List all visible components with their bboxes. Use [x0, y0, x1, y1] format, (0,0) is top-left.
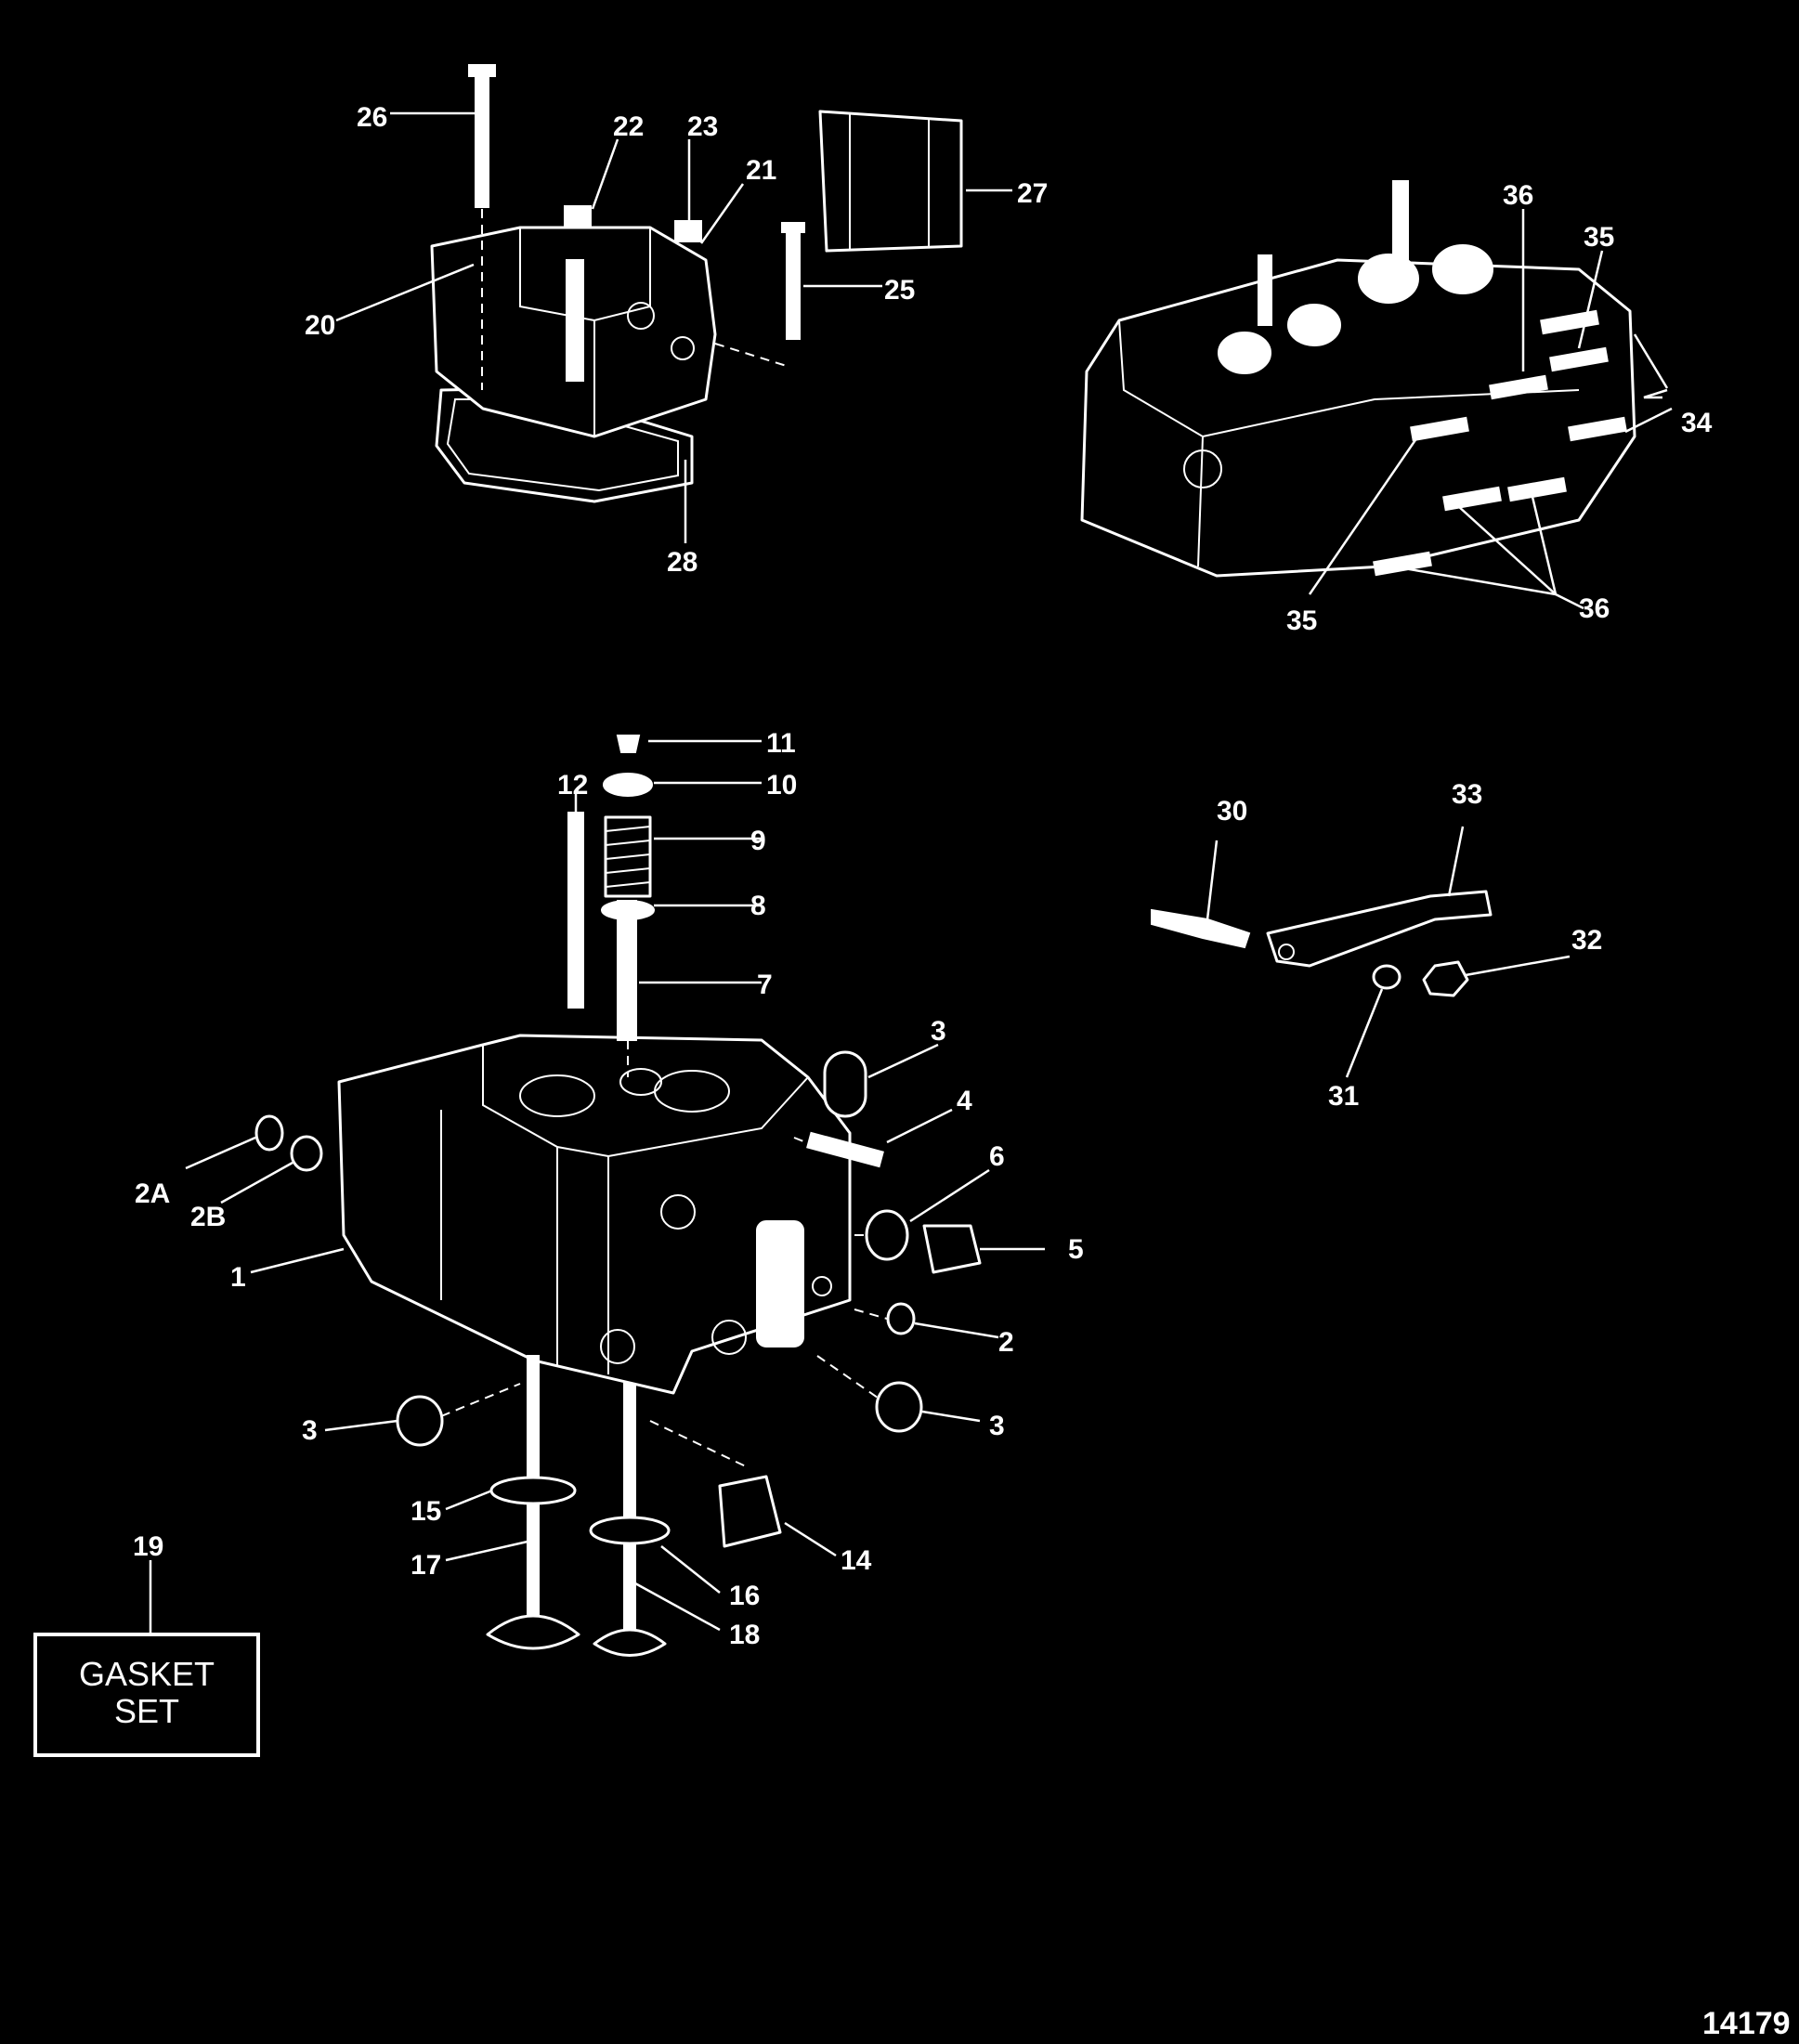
- label-15: 15: [411, 1496, 441, 1527]
- label-34: 34: [1681, 408, 1713, 438]
- label-22: 22: [613, 111, 644, 142]
- label-26: 26: [357, 102, 387, 133]
- label-12: 12: [557, 770, 588, 801]
- plug-3-top: [823, 1050, 867, 1118]
- label-8: 8: [750, 891, 766, 921]
- bolt-26: [475, 72, 489, 208]
- label-2: 2: [998, 1327, 1014, 1358]
- valve-spring-c: [1358, 254, 1419, 304]
- label-35-bottom: 35: [1286, 605, 1317, 636]
- label-36-bottom: 36: [1579, 593, 1610, 624]
- label-2A: 2A: [135, 1178, 170, 1209]
- plug-3-left: [396, 1395, 444, 1447]
- stud-36-b: [1442, 486, 1502, 512]
- label-10: 10: [766, 770, 797, 801]
- rocker-cover-assembly: [430, 64, 963, 503]
- label-28: 28: [667, 547, 697, 578]
- nut-32: [1422, 960, 1469, 997]
- label-36-top: 36: [1503, 180, 1533, 211]
- label-7: 7: [757, 970, 773, 1000]
- stud-top: [1392, 180, 1409, 270]
- label-6: 6: [989, 1141, 1005, 1172]
- plug-2A: [254, 1114, 284, 1152]
- label-33: 33: [1452, 779, 1482, 810]
- label-19: 19: [133, 1531, 163, 1562]
- stud-34-lower: [1568, 416, 1627, 442]
- label-3-top: 3: [931, 1016, 946, 1047]
- valve-18: [623, 1383, 636, 1635]
- washer-8: [601, 900, 655, 920]
- valve-spring-b: [1287, 304, 1341, 346]
- cylinder-head-upper: [1080, 258, 1636, 578]
- label-3-left: 3: [302, 1415, 318, 1446]
- label-27: 27: [1017, 178, 1048, 209]
- cylinder-head-with-studs: [1080, 180, 1636, 578]
- valve-seal-15: [489, 1476, 577, 1505]
- label-21: 21: [746, 155, 776, 186]
- spring-retainer-10: [603, 773, 653, 797]
- bolt-25: [786, 227, 801, 340]
- nut-22: [564, 205, 592, 228]
- sensor-30: [1151, 908, 1251, 949]
- gasket-set-line2: SET: [114, 1692, 179, 1730]
- plug-3-right: [875, 1381, 923, 1433]
- plug-5: [922, 1224, 982, 1274]
- o-ring-6: [865, 1209, 909, 1261]
- stud-36-a: [1489, 374, 1548, 400]
- label-20: 20: [305, 310, 335, 341]
- label-32: 32: [1571, 925, 1602, 956]
- valve-cap-11: [616, 735, 641, 753]
- nut-23: [674, 220, 702, 242]
- label-2B: 2B: [190, 1202, 226, 1232]
- label-16: 16: [729, 1581, 760, 1611]
- label-17: 17: [411, 1550, 441, 1581]
- valve-guide-7: [617, 900, 637, 1041]
- cylinder-head-body: [337, 1034, 852, 1395]
- injector-boss: [756, 1220, 804, 1347]
- gasket-set-frame: [33, 1633, 260, 1757]
- label-35-top: 35: [1584, 222, 1614, 253]
- callout-labels: 26 22 23 21 20 25 27 28 36 35 34 35 36 1…: [133, 102, 1713, 1650]
- label-4: 4: [957, 1086, 972, 1116]
- plug-2: [886, 1302, 916, 1335]
- gasket-set-box: GASKET SET: [33, 1633, 260, 1757]
- oil-fill-cap: [818, 110, 963, 253]
- label-14: 14: [841, 1545, 872, 1576]
- label-31: 31: [1328, 1081, 1359, 1112]
- stud-36-c: [1507, 476, 1567, 502]
- stud-20: [566, 259, 584, 382]
- label-25: 25: [884, 275, 915, 306]
- label-11: 11: [766, 728, 796, 759]
- valve-spring-a: [1218, 332, 1271, 374]
- valve-seal-16: [589, 1516, 671, 1545]
- stud-35-lower: [1410, 416, 1469, 442]
- valve-spring-d: [1432, 244, 1493, 294]
- label-9: 9: [750, 826, 766, 856]
- label-5: 5: [1068, 1234, 1084, 1265]
- bracket-33: [1266, 890, 1493, 968]
- leader-lines: [149, 111, 1673, 1634]
- stud-4: [806, 1131, 884, 1168]
- stud-35-upper: [1549, 346, 1609, 372]
- label-3-right: 3: [989, 1411, 1005, 1441]
- label-1: 1: [230, 1262, 246, 1293]
- plug-2B: [290, 1135, 323, 1172]
- label-23: 23: [687, 111, 718, 142]
- label-30: 30: [1217, 796, 1247, 827]
- stud-36-d: [1373, 551, 1432, 577]
- stud-34-upper: [1540, 309, 1599, 335]
- main-cylinder-head: [337, 1034, 852, 1395]
- valve-seal-14: [718, 1475, 782, 1548]
- label-18: 18: [729, 1620, 760, 1650]
- figure-number: 14179: [1702, 2006, 1791, 2041]
- stud-12: [567, 812, 584, 1009]
- sensor-bracket-assembly: [1151, 890, 1493, 997]
- washer-31: [1372, 964, 1401, 990]
- gasket-set-line1: GASKET: [79, 1655, 215, 1693]
